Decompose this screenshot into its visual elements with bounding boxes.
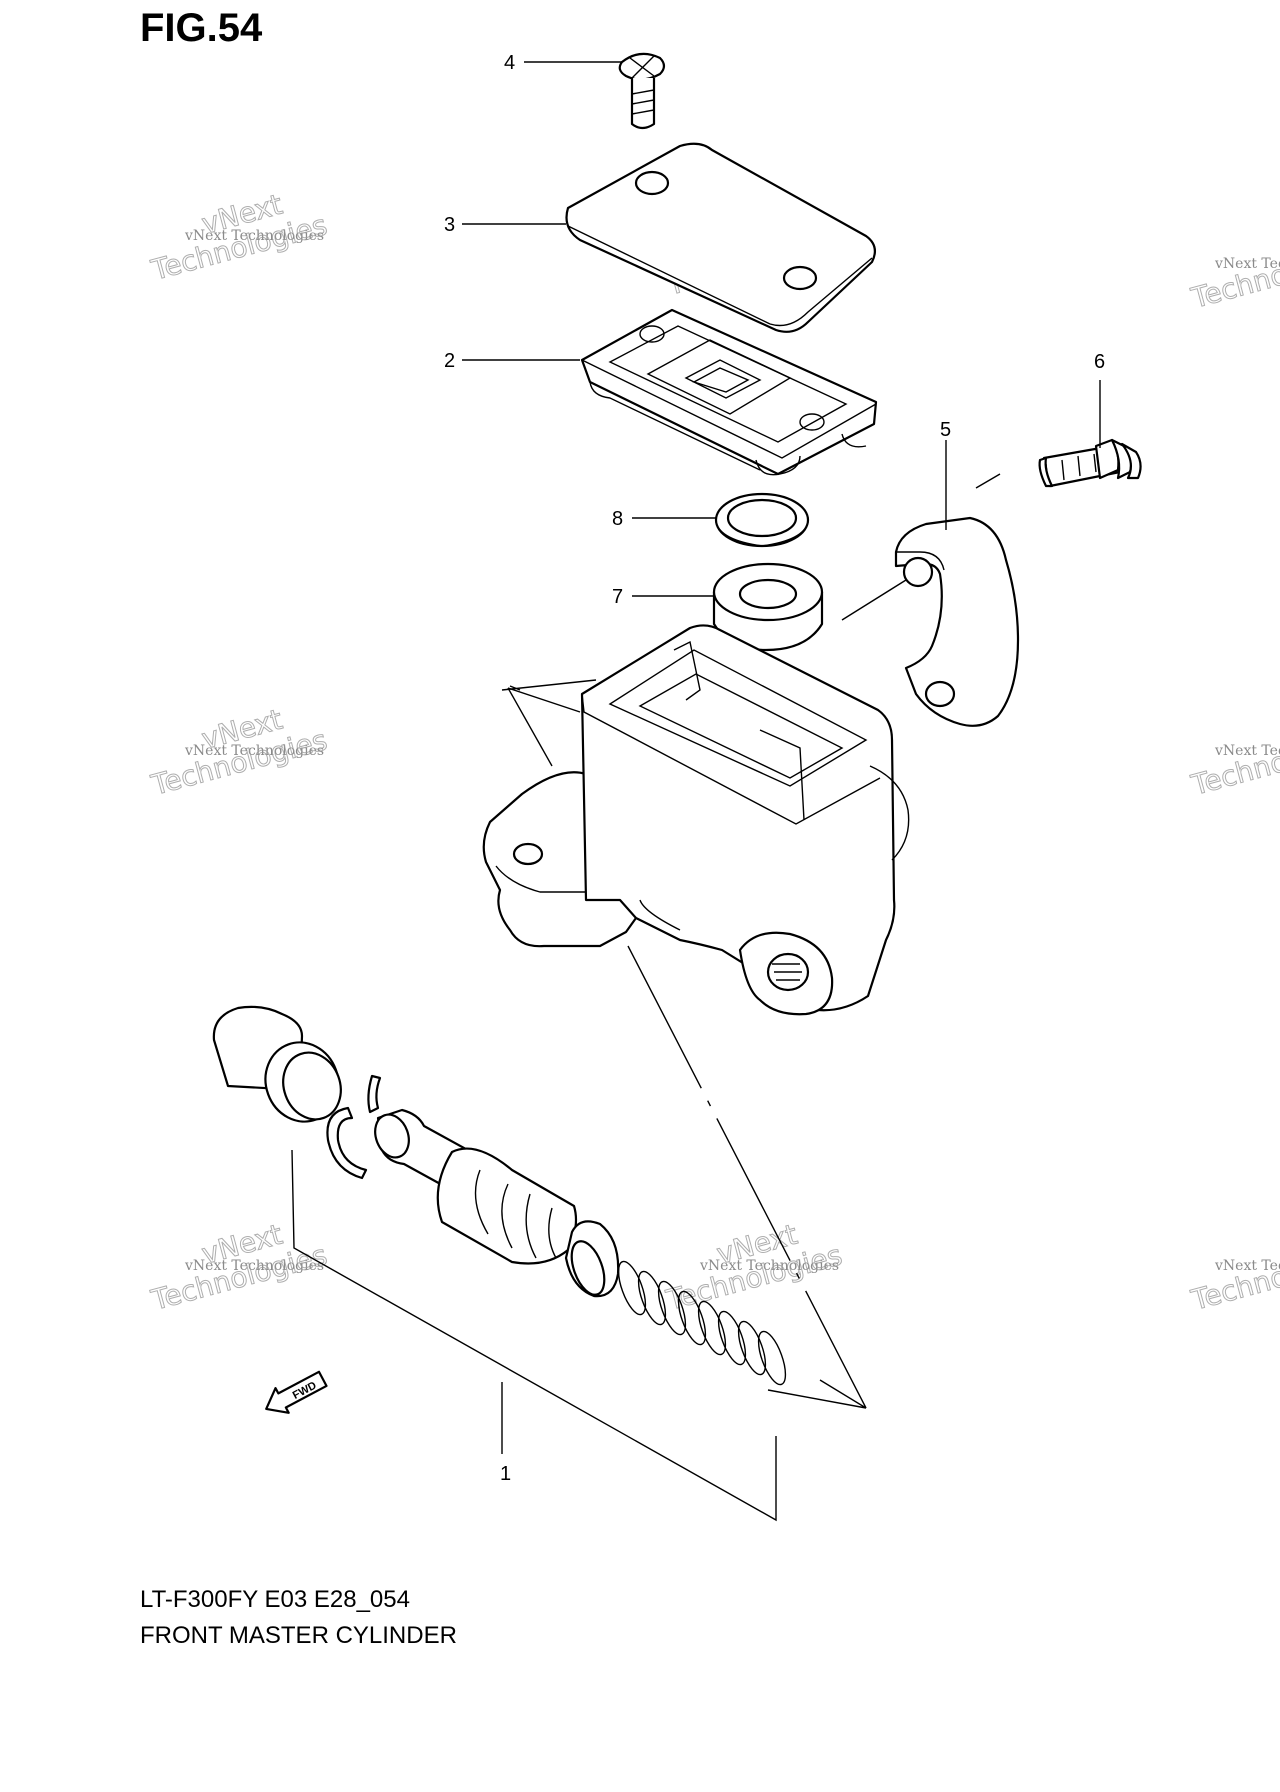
watermark-text: vNext Technologies xyxy=(1214,743,1280,759)
figure-caption: FRONT MASTER CYLINDER xyxy=(140,1622,457,1649)
watermark-8: vNext Technologies vNext Technologies xyxy=(662,1217,846,1317)
callout-8: 8 xyxy=(612,508,716,530)
watermark-text: vNext Technologies xyxy=(1214,256,1280,272)
callout-number: 3 xyxy=(444,214,455,236)
watermark-text: vNext Technologies xyxy=(184,1258,324,1274)
watermark-1: vNext Technologies vNext Technologies xyxy=(147,187,331,287)
watermark-6: vNext Technologies Technologies xyxy=(1187,723,1280,803)
callout-number: 1 xyxy=(500,1463,511,1485)
assembly-guide-lines xyxy=(507,473,1001,1409)
seal-part-7 xyxy=(712,562,824,652)
callout-3: 3 xyxy=(444,214,566,236)
bolt-part-6 xyxy=(1038,438,1142,488)
watermark-3: vNext Technologies Technologies xyxy=(1187,236,1280,316)
watermark-text: Technologies xyxy=(1187,1238,1280,1317)
callouts: 4 3 2 8 7 5 6 1 xyxy=(444,52,1105,1485)
callout-4: 4 xyxy=(504,52,622,74)
reservoir-cover-part-3 xyxy=(565,142,877,333)
watermark-text: Technologies xyxy=(1187,236,1280,315)
callout-number: 8 xyxy=(612,508,623,530)
watermark-text: Technologies xyxy=(1187,723,1280,802)
callout-number: 2 xyxy=(444,350,455,372)
watermark-text: vNext Technologies xyxy=(184,743,324,759)
watermark-text: vNext Technologies xyxy=(1214,1258,1280,1274)
watermark-text: vNext Technologies xyxy=(699,1258,839,1274)
callout-number: 5 xyxy=(940,419,951,441)
diaphragm-part-2 xyxy=(580,308,878,476)
piston-kit-part-1 xyxy=(212,1005,787,1522)
callout-7: 7 xyxy=(612,586,714,608)
watermark-4: vNext Technologies vNext Technologies xyxy=(147,702,331,802)
watermark-7: vNext Technologies vNext Technologies xyxy=(147,1217,331,1317)
holder-clamp-part-5 xyxy=(894,516,1020,727)
screw-part-4 xyxy=(618,52,666,130)
master-cylinder-body xyxy=(482,624,910,1016)
watermark-text: vNext Technologies xyxy=(184,228,324,244)
spring xyxy=(617,1260,787,1386)
model-code: LT-F300FY E03 E28_054 xyxy=(140,1586,410,1613)
callout-6: 6 xyxy=(1094,351,1105,448)
callout-number: 4 xyxy=(504,52,515,74)
forward-arrow: FWD xyxy=(265,1370,328,1414)
ring-part-8 xyxy=(714,492,810,548)
callout-5: 5 xyxy=(940,419,951,530)
callout-number: 6 xyxy=(1094,351,1105,373)
callout-number: 7 xyxy=(612,586,623,608)
callout-1: 1 xyxy=(500,1463,511,1485)
callout-2: 2 xyxy=(444,350,580,372)
figure-title: FIG.54 xyxy=(140,6,263,50)
watermark-9: vNext Technologies Technologies xyxy=(1187,1238,1280,1318)
